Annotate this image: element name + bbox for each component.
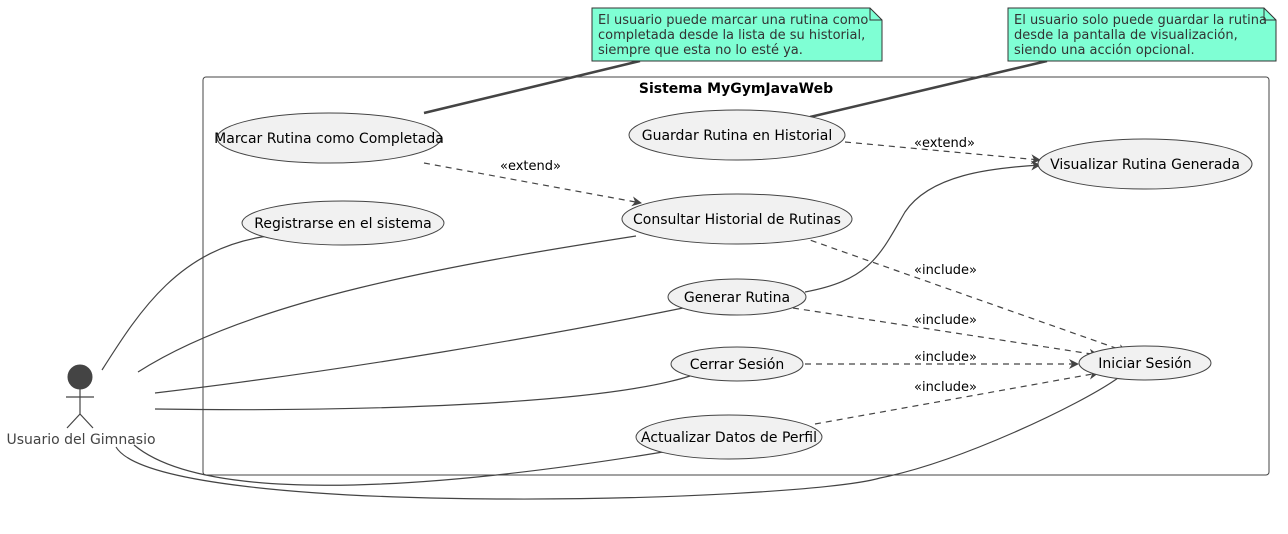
usecase-iniciar-sesion[interactable]: Iniciar Sesión [1078, 345, 1212, 381]
usecase-iniciar-label: Iniciar Sesión [1098, 356, 1191, 372]
assoc-actor-generar [154, 307, 684, 394]
note-completada-line-2: completada desde la lista de su historia… [598, 28, 865, 43]
assoc-actor-cerrar [154, 375, 691, 411]
actor-head [67, 364, 93, 390]
assoc-actor-registrarse [101, 235, 269, 371]
usecase-actualizar-perfil[interactable]: Actualizar Datos de Perfil [635, 414, 823, 460]
note-connector-guardar [809, 59, 1048, 119]
note-completada-line-1: El usuario puede marcar una rutina como [598, 13, 868, 28]
include-generar-iniciar [792, 307, 1099, 359]
usecase-guardar-rutina-historial[interactable]: Guardar Rutina en Historial [628, 109, 846, 161]
note-completada-line-3: siempre que esta no lo esté ya. [598, 43, 803, 58]
usecase-generar-rutina[interactable]: Generar Rutina [667, 278, 807, 316]
include-actualizar-iniciar-label: «include» [914, 380, 977, 395]
include-consultar-iniciar [789, 232, 1128, 354]
usecase-visualizar-label: Visualizar Rutina Generada [1050, 157, 1240, 173]
usecase-cerrar-label: Cerrar Sesión [690, 357, 785, 373]
actor-left-leg [66, 413, 81, 429]
note-completada: El usuario puede marcar una rutina como … [591, 7, 883, 62]
assoc-actor-iniciar [115, 377, 1119, 500]
note-guardar: El usuario solo puede guardar la rutina … [1007, 7, 1277, 62]
include-cerrar-iniciar-label: «include» [914, 350, 977, 365]
assoc-actor-consultar [137, 235, 637, 373]
usecase-registrarse-label: Registrarse en el sistema [254, 216, 431, 232]
extend-guardar-visualizar-label: «extend» [914, 136, 975, 151]
actor-right-leg [79, 413, 94, 429]
note-connector-completada [423, 59, 641, 115]
extend-marcar-consultar-label: «extend» [500, 159, 561, 174]
usecase-actualizar-label: Actualizar Datos de Perfil [641, 430, 817, 446]
usecase-cerrar-sesion[interactable]: Cerrar Sesión [670, 346, 804, 382]
usecase-consultar-historial[interactable]: Consultar Historial de Rutinas [621, 193, 853, 245]
assoc-actor-actualizar [133, 444, 664, 486]
include-generar-iniciar-label: «include» [914, 313, 977, 328]
assoc-generar-visualizar [804, 160, 1041, 293]
usecase-guardar-label: Guardar Rutina en Historial [642, 128, 833, 144]
system-title: Sistema MyGymJavaWeb [639, 81, 833, 97]
usecase-visualizar-rutina-generada[interactable]: Visualizar Rutina Generada [1037, 138, 1253, 190]
include-consultar-iniciar-label: «include» [914, 263, 977, 278]
system-boundary [202, 76, 1270, 476]
usecase-marcar-label: Marcar Rutina como Completada [214, 131, 444, 147]
note-guardar-line-2: desde la pantalla de visualización, [1014, 28, 1238, 43]
note-guardar-line-3: siendo una acción opcional. [1014, 43, 1195, 58]
actor-usuario-gimnasio[interactable]: Usuario del Gimnasio [6, 364, 156, 448]
actor-label: Usuario del Gimnasio [6, 432, 155, 448]
usecase-registrarse[interactable]: Registrarse en el sistema [241, 200, 445, 246]
extend-marcar-consultar [423, 162, 642, 207]
usecase-generar-label: Generar Rutina [684, 290, 790, 306]
include-actualizar-iniciar [814, 369, 1099, 425]
usecase-marcar-rutina-completada[interactable]: Marcar Rutina como Completada [214, 112, 444, 164]
note-guardar-line-1: El usuario solo puede guardar la rutina [1014, 13, 1267, 28]
usecase-consultar-label: Consultar Historial de Rutinas [633, 212, 841, 228]
